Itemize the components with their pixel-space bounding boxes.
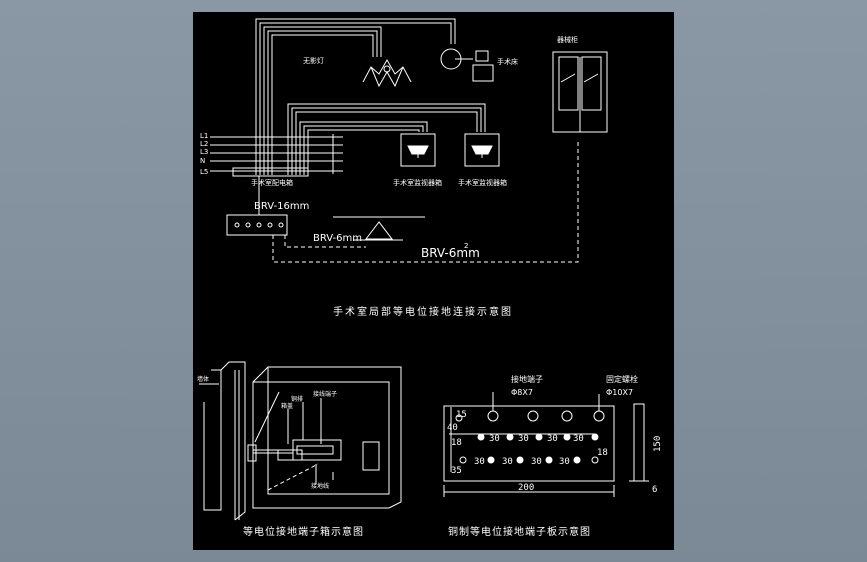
dim-6: 6	[652, 485, 657, 495]
terminal-label: 接地端子	[511, 374, 543, 384]
cabinet-label: 器械柜	[557, 35, 578, 44]
monitor-box-2-label: 手术室监视器箱	[458, 178, 507, 187]
line-label-l5: L5	[200, 168, 208, 176]
cable-label-6a: BRV-6mm	[313, 233, 362, 244]
cable-superscript: 2	[464, 242, 468, 250]
top-caption: 手术室局部等电位接地连接示意图	[333, 305, 513, 318]
bed-symbol-icon	[333, 216, 425, 241]
dim-200: 200	[518, 483, 534, 493]
dim-18-left: 18	[451, 438, 462, 448]
line-label-n: N	[200, 157, 205, 165]
copper-bar-label: 铜排	[291, 395, 303, 403]
bus-lines	[210, 134, 343, 174]
shadowless-lamp-icon	[362, 58, 412, 88]
plate-caption: 铜制等电位接地端子板示意图	[448, 525, 591, 538]
fix-spec: Φ10X7	[606, 388, 633, 397]
dim-30-d: 30	[573, 434, 584, 444]
earth-cables	[272, 142, 579, 263]
cable-label-6b: BRV-6mm	[421, 246, 480, 260]
line-label-l1: L1	[200, 132, 208, 140]
dim-150: 150	[653, 436, 663, 452]
terminal-spec: Φ8X7	[511, 388, 533, 397]
cabinet-icon	[552, 51, 608, 133]
cover-label: 箱盖	[281, 402, 293, 410]
terminal-strip	[226, 176, 288, 236]
terminal-box-label: 接线端子	[313, 390, 337, 398]
box-caption: 等电位接地端子箱示意图	[243, 525, 364, 538]
drawing-sheet: L1 L2 L3 N L5 无影灯 手术床 器械柜 手术室配电箱 手术室监视器箱…	[193, 12, 674, 550]
shadowless-lamp-label: 无影灯	[303, 56, 324, 65]
surgical-bed-label: 手术床	[497, 57, 518, 66]
dim-15-top: 15	[456, 410, 467, 420]
monitor-box-2-icon	[464, 133, 500, 167]
dim-30-e: 30	[474, 457, 485, 467]
dim-30-f: 30	[502, 457, 513, 467]
terminal-box-drawing	[199, 361, 402, 521]
dim-18-right: 18	[597, 448, 608, 458]
cable-label-16: BRV-16mm	[254, 201, 309, 212]
dim-30-b: 30	[518, 434, 529, 444]
dim-30-c: 30	[547, 434, 558, 444]
wall-label: 墙体	[197, 375, 209, 383]
drawing-canvas: L1 L2 L3 N L5 无影灯 手术床 器械柜 手术室配电箱 手术室监视器箱…	[197, 18, 663, 538]
fix-label: 固定螺栓	[606, 374, 638, 384]
copper-plate-drawing	[443, 392, 649, 497]
distribution-box-label: 手术室配电箱	[251, 178, 293, 187]
surgical-bed-icon	[440, 48, 494, 82]
distribution-box-strip	[232, 167, 309, 177]
line-label-l3: L3	[200, 148, 208, 156]
dim-35: 35	[451, 466, 462, 476]
dim-30-h: 30	[559, 457, 570, 467]
monitor-box-1-label: 手术室监视器箱	[393, 178, 442, 187]
top-wiring	[255, 18, 486, 175]
dim-30-a: 30	[489, 434, 500, 444]
line-label-l2: L2	[200, 140, 208, 148]
monitor-box-1-icon	[400, 133, 436, 167]
dim-40: 40	[447, 423, 458, 433]
ground-wire-label: 接地线	[311, 482, 329, 490]
dim-30-g: 30	[531, 457, 542, 467]
